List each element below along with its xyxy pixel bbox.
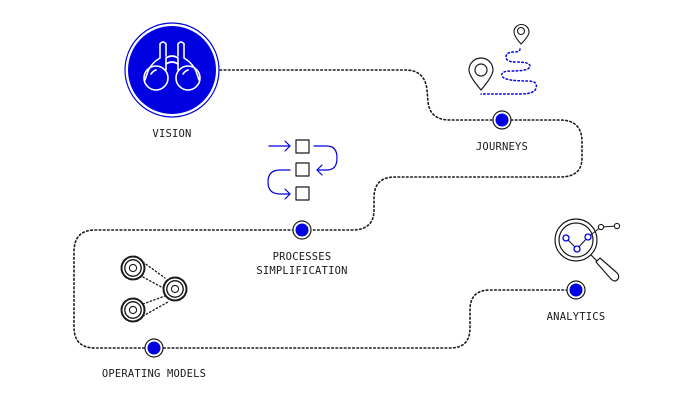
process-flow-icon [267,139,338,201]
gears-network-icon [120,255,188,323]
binoculars-icon [124,22,220,118]
magnifier-chart-icon [554,218,621,282]
label-vision: VISION [152,128,192,140]
label-analytics: ANALYTICS [546,311,606,323]
milestone-journeys [492,110,512,130]
dotted-journey-path [73,69,583,349]
label-journeys: JOURNEYS [475,141,529,153]
map-route-icon [468,24,538,95]
milestone-operating-models [144,338,164,358]
milestone-analytics [566,280,586,300]
milestone-processes [292,220,312,240]
label-operating-models: OPERATING MODELS [101,368,207,380]
label-processes-simplification: PROCESSES SIMPLIFICATION [256,251,348,277]
